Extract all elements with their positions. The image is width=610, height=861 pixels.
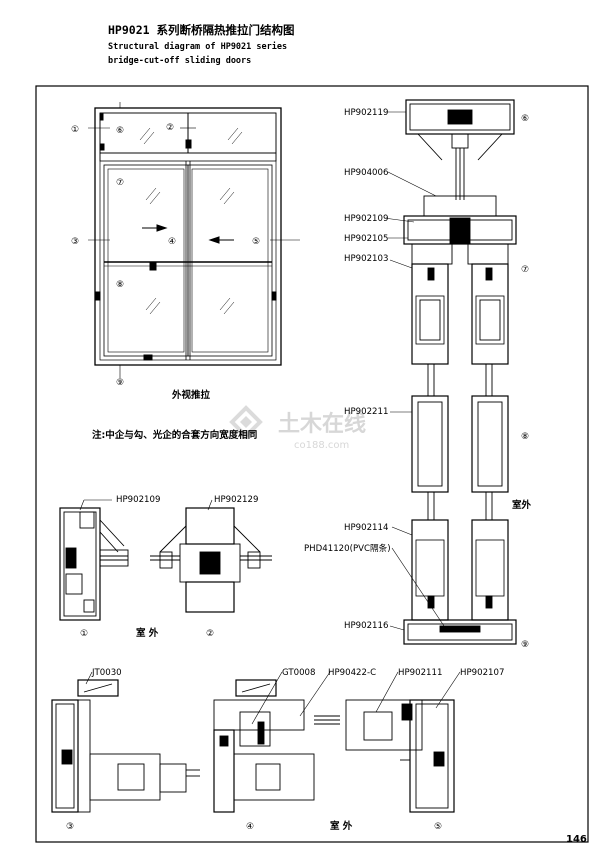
title-english-line-1: Structural diagram of HP9021 series xyxy=(108,42,288,52)
watermark: 土木在线 co188.com xyxy=(229,405,366,451)
bottom-section-drawing xyxy=(51,679,455,813)
bottom-section-labels: JT0030 GT0008 HP90422-C HP902111 HP90210… xyxy=(66,668,504,832)
callout-4: ④ xyxy=(168,237,176,247)
label-HP90422-C: HP90422-C xyxy=(328,668,376,678)
callout-2: ② xyxy=(166,123,174,133)
label-HP904006: HP904006 xyxy=(344,168,388,178)
marker-8: ⑧ xyxy=(521,432,529,442)
label-HP902114: HP902114 xyxy=(344,523,388,533)
marker-4: ④ xyxy=(246,822,254,832)
marker-3: ③ xyxy=(66,822,74,832)
callout-1: ① xyxy=(71,125,79,135)
marker-9: ⑨ xyxy=(521,640,529,650)
door-elevation xyxy=(88,102,300,378)
outdoor-label-detail-1: 室 外 xyxy=(136,627,159,639)
watermark-logo-icon xyxy=(229,405,263,439)
callout-7: ⑦ xyxy=(116,178,124,188)
label-GT0008: GT0008 xyxy=(282,668,315,678)
title-english-line-2: bridge-cut-off sliding doors xyxy=(108,56,252,66)
label-HP902119: HP902119 xyxy=(344,108,388,118)
callout-3: ③ xyxy=(71,237,79,247)
marker-5: ⑤ xyxy=(434,822,442,832)
watermark-text-cn: 土木在线 xyxy=(278,411,366,437)
label-PHD41120: PHD41120(PVC隔条) xyxy=(304,542,391,554)
callout-6: ⑥ xyxy=(116,126,124,136)
detail-1-marker: ① xyxy=(80,629,88,639)
outdoor-label-vertical: 室外 xyxy=(512,499,532,511)
watermark-text-en: co188.com xyxy=(294,440,349,451)
label-HP902109-v: HP902109 xyxy=(344,214,388,224)
vertical-section-labels: HP902119 HP904006 HP902109 HP902105 HP90… xyxy=(304,108,532,650)
vertical-section-leaders xyxy=(383,111,445,631)
label-HP902211: HP902211 xyxy=(344,407,388,417)
bottom-section-leaders xyxy=(85,671,461,725)
page-number: 146 xyxy=(566,834,587,845)
detail-1-drawing xyxy=(59,507,129,621)
label-HP902109-d1: HP902109 xyxy=(116,495,160,505)
callout-9: ⑨ xyxy=(116,378,124,388)
marker-7: ⑦ xyxy=(521,265,529,275)
label-HP902129: HP902129 xyxy=(214,495,258,505)
callout-8: ⑧ xyxy=(116,280,124,290)
label-HP902111: HP902111 xyxy=(398,668,442,678)
label-HP902107: HP902107 xyxy=(460,668,504,678)
detail-2-marker: ② xyxy=(206,629,214,639)
label-HP902103: HP902103 xyxy=(344,254,388,264)
label-HP902105: HP902105 xyxy=(344,234,388,244)
detail-2-drawing xyxy=(150,507,272,613)
outdoor-label-bottom: 室 外 xyxy=(330,820,353,832)
elevation-callouts: ① ⑥ ② ⑦ ③ ④ ⑤ ⑧ ⑨ xyxy=(71,123,260,388)
label-HP902116: HP902116 xyxy=(344,621,388,631)
title-chinese: HP9021 系列断桥隔热推拉门结构图 xyxy=(108,23,295,37)
elevation-note: 注:中企与勾、光企的合套方向宽度相同 xyxy=(92,429,257,441)
marker-6: ⑥ xyxy=(521,114,529,124)
label-JT0030: JT0030 xyxy=(91,668,122,678)
callout-5: ⑤ xyxy=(252,237,260,247)
vertical-section-drawing xyxy=(403,99,517,645)
drawing-border xyxy=(35,85,589,843)
elevation-caption: 外视推拉 xyxy=(171,389,211,401)
